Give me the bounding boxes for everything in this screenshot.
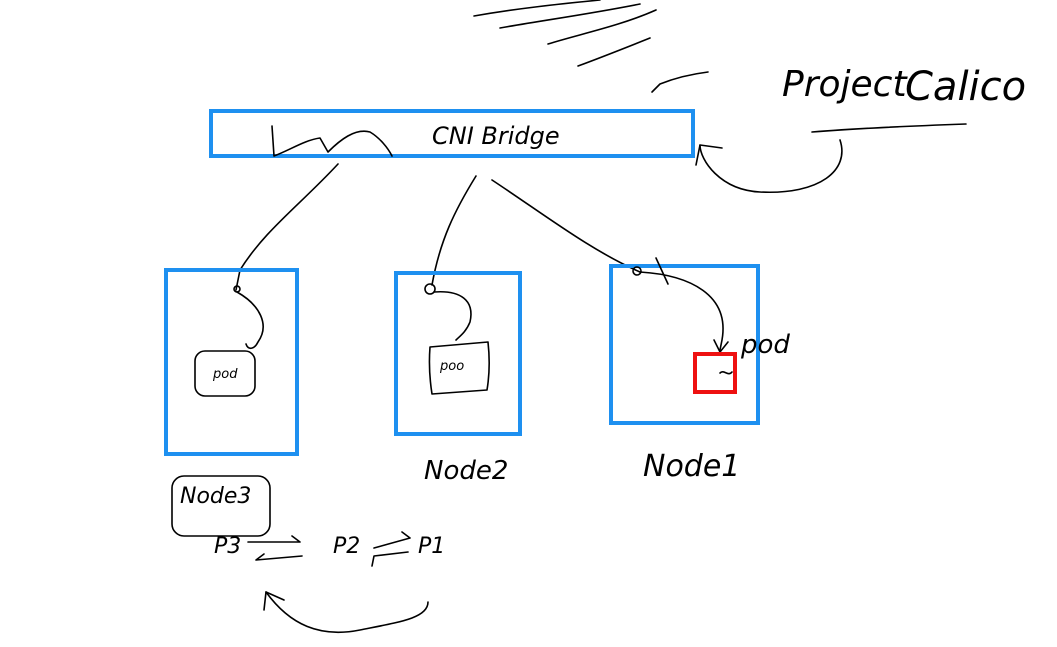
node3-box	[164, 268, 299, 456]
node2-label: Node2	[424, 456, 508, 486]
cni-bridge: CNI Bridge	[209, 109, 695, 158]
project-underline	[811, 123, 967, 133]
node1-pod	[693, 352, 737, 394]
node3-veth	[236, 291, 264, 350]
node3-label: Node3	[180, 484, 251, 509]
node3-pod-label: pod	[212, 367, 238, 382]
top-scribbles	[473, 0, 657, 67]
arrowhead-icon	[695, 144, 723, 166]
node1-pod-mark	[719, 371, 733, 375]
node1-port-tick	[655, 257, 669, 285]
flow-p2: P2	[333, 534, 360, 559]
node1-box	[609, 264, 760, 425]
connector-node3	[235, 163, 339, 291]
cni-bridge-box	[209, 109, 695, 158]
flow-arrow-p3-p2	[247, 535, 301, 543]
flow-arrow-p2-p3	[255, 553, 303, 561]
node1: pod Node1	[609, 257, 790, 484]
project-name: Calico	[905, 64, 1026, 110]
connector-node2	[431, 175, 477, 286]
flow-arrow-p1-p2	[371, 551, 409, 567]
bridge-scribble	[271, 125, 393, 157]
pod-flow: P3 P2 P1	[214, 531, 445, 634]
node2-box	[394, 271, 522, 436]
node1-pod-label: pod	[740, 330, 790, 360]
flow-return-curve	[265, 591, 429, 634]
node3-label-outline	[171, 475, 271, 537]
node2-pod-label: poo	[439, 359, 464, 374]
flow-p1: P1	[418, 534, 445, 559]
node2-pod	[428, 341, 490, 395]
connector-node1	[491, 179, 641, 273]
node1-port	[632, 266, 642, 276]
node2-veth	[433, 290, 472, 341]
arrowhead-icon	[263, 591, 285, 611]
project-to-bridge-arrow	[699, 139, 843, 193]
node3-pod	[194, 350, 256, 397]
flow-arrow-p2-p1	[373, 531, 411, 549]
cni-bridge-label: CNI Bridge	[432, 122, 560, 150]
project-annotation: Project Calico	[695, 64, 1026, 193]
node1-veth	[639, 271, 724, 351]
project-label: Project	[782, 64, 908, 105]
flow-p3: P3	[214, 534, 241, 559]
node2: poo Node2	[394, 271, 522, 486]
node2-port	[424, 283, 436, 295]
node1-label: Node1	[643, 449, 740, 484]
check-mark-icon	[651, 71, 709, 93]
node3: pod Node3	[164, 268, 299, 537]
